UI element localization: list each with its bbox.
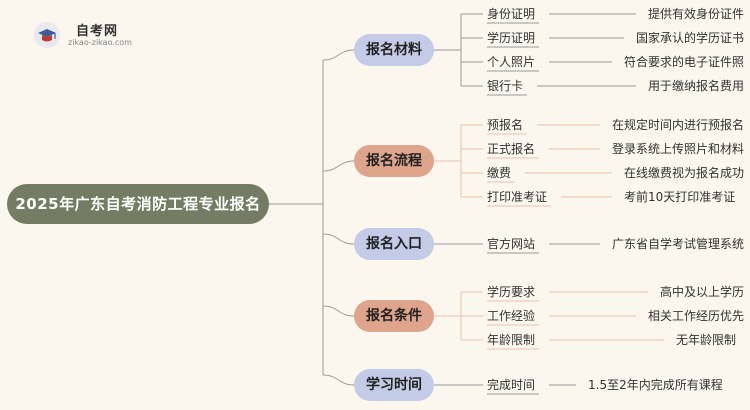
item-description: 国家承认的学历证书 — [636, 31, 745, 45]
connector-curve — [322, 374, 355, 386]
item-description: 相关工作经历优先 — [648, 309, 745, 323]
item-label: 工作经验 — [487, 309, 536, 323]
item-label: 官方网站 — [487, 237, 536, 251]
item-description: 符合要求的电子证件照 — [624, 55, 745, 69]
item-label: 年龄限制 — [487, 333, 536, 347]
logo-url: zikao-zikao.com — [68, 38, 132, 47]
site-logo: 自考网 zikao-zikao.com — [32, 18, 142, 52]
category-node: 学习时间 — [354, 369, 434, 401]
item-description: 广东省自学考试管理系统 — [612, 237, 745, 251]
item-description: 高中及以上学历 — [660, 285, 745, 299]
connector-curve — [322, 49, 355, 61]
item-label: 学历证明 — [487, 31, 536, 45]
item-label: 正式报名 — [487, 142, 536, 156]
item-description: 用于缴纳报名费用 — [648, 79, 745, 93]
category-node: 报名材料 — [354, 34, 434, 66]
item-label: 学历要求 — [487, 285, 536, 299]
item-label: 预报名 — [487, 118, 524, 132]
logo-title: 自考网 — [76, 24, 119, 39]
item-description: 无年龄限制 — [676, 333, 737, 347]
item-description: 提供有效身份证件 — [648, 7, 745, 21]
category-node: 报名流程 — [354, 145, 434, 177]
item-label: 身份证明 — [487, 7, 536, 21]
item-label: 缴费 — [487, 166, 512, 180]
item-description: 考前10天打印准考证 — [624, 190, 736, 204]
item-description: 1.5至2年内完成所有课程 — [588, 378, 723, 392]
item-label: 个人照片 — [487, 55, 536, 69]
graduation-cap-icon — [34, 22, 60, 48]
root-topic: 2025年广东自考消防工程专业报名 — [7, 184, 269, 224]
connector-curve — [322, 160, 355, 172]
item-label: 银行卡 — [487, 79, 524, 93]
connector-curve — [322, 305, 355, 317]
item-label: 打印准考证 — [487, 190, 548, 204]
category-node: 报名条件 — [354, 300, 434, 332]
category-node: 报名入口 — [354, 228, 434, 260]
connector-curve — [322, 233, 355, 245]
item-description: 在线缴费视为报名成功 — [624, 166, 745, 180]
item-label: 完成时间 — [487, 378, 536, 392]
item-description: 在规定时间内进行预报名 — [612, 118, 745, 132]
item-description: 登录系统上传照片和材料 — [612, 142, 745, 156]
